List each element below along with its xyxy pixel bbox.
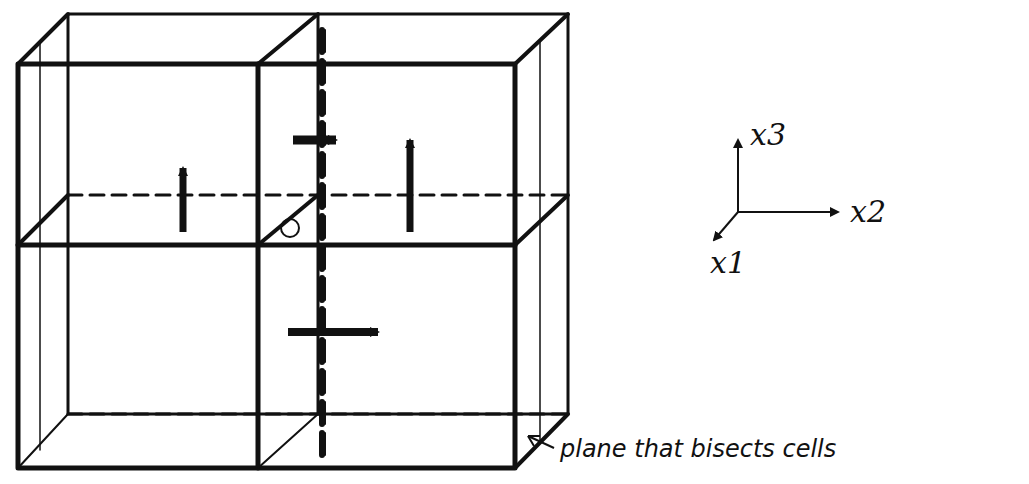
axis-label: x2 — [850, 195, 886, 228]
vector-arrows — [183, 140, 410, 332]
annotation-text: plane that bisects cells — [560, 436, 836, 462]
axis-label: x1 — [710, 246, 746, 279]
leader-line — [528, 436, 554, 448]
axis-label: x3 — [750, 118, 786, 151]
cell-outlines — [18, 14, 568, 468]
axes — [714, 140, 838, 240]
